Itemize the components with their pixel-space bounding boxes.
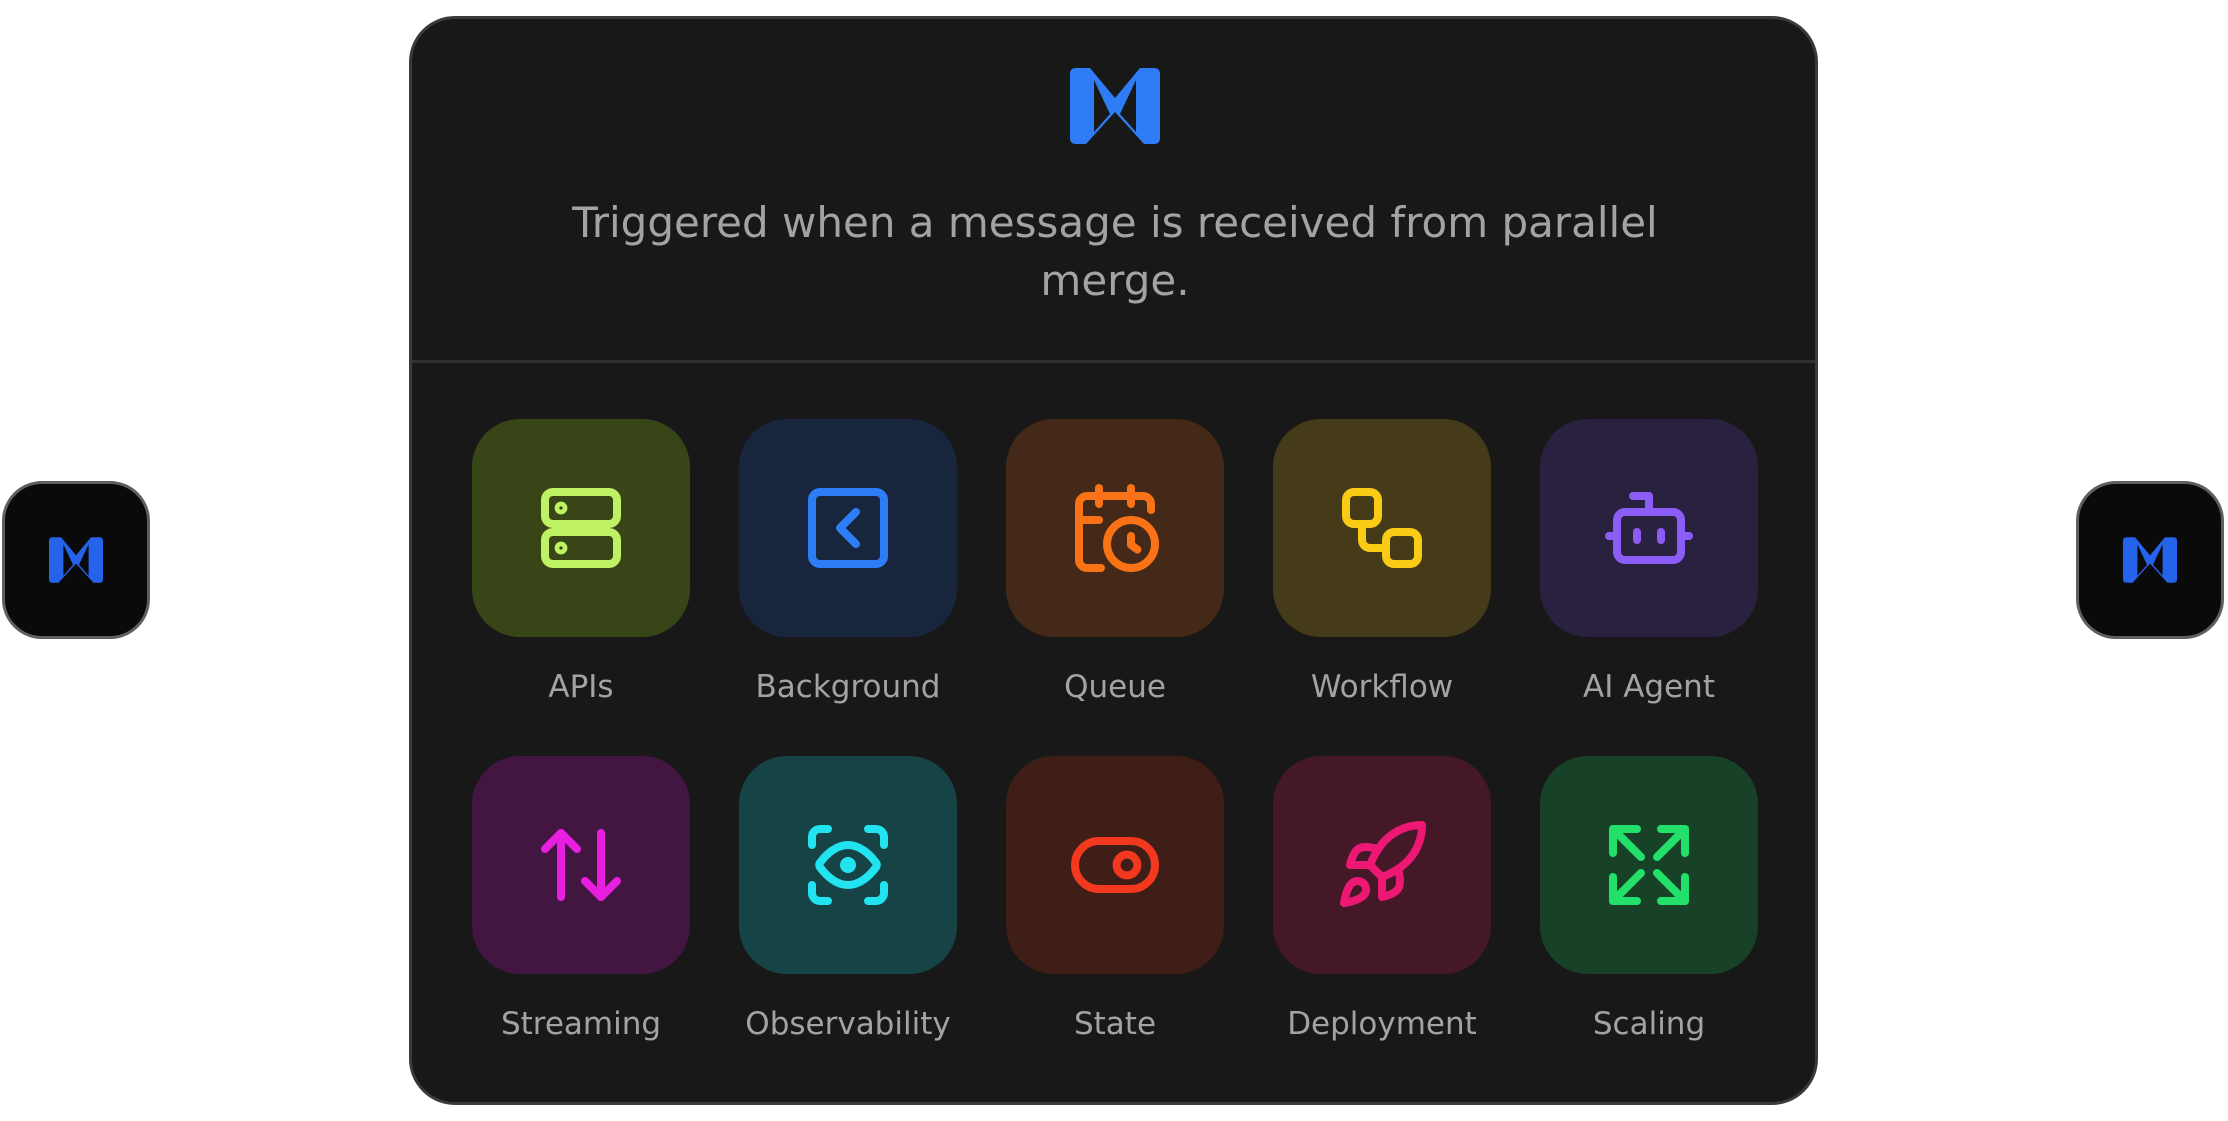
tile-workflow[interactable]: Workflow — [1273, 419, 1491, 756]
tile-label: Streaming — [500, 1006, 662, 1042]
trigger-card: Triggered when a message is received fro… — [409, 16, 1818, 1105]
tile-streaming[interactable]: Streaming — [472, 756, 690, 1093]
tile-box — [1540, 419, 1758, 637]
feature-grid: APIs Background Queue Workflow AI Agent … — [472, 419, 1762, 1093]
tile-box — [1273, 756, 1491, 974]
tile-label: Observability — [745, 1006, 951, 1042]
tile-box — [1540, 756, 1758, 974]
tile-label: Queue — [1064, 669, 1166, 705]
server-icon — [541, 488, 621, 568]
tile-box — [1006, 756, 1224, 974]
right-node[interactable] — [2076, 481, 2224, 639]
arrow-up-down-icon — [541, 829, 621, 901]
tile-box — [1273, 419, 1491, 637]
tile-scaling[interactable]: Scaling — [1540, 756, 1758, 1093]
tile-label: Background — [755, 669, 941, 705]
tile-label: State — [1073, 1006, 1157, 1042]
motia-logo-icon — [1070, 68, 1160, 144]
tile-ai-agent[interactable]: AI Agent — [1540, 419, 1758, 756]
tile-state[interactable]: State — [1006, 756, 1224, 1093]
tile-deployment[interactable]: Deployment — [1273, 756, 1491, 1093]
tile-box — [739, 419, 957, 637]
tile-box — [739, 756, 957, 974]
card-description: Triggered when a message is received fro… — [572, 198, 1658, 305]
workflow-icon — [1342, 488, 1422, 568]
tile-box — [1006, 419, 1224, 637]
tile-label: Scaling — [1592, 1006, 1706, 1042]
expand-icon — [1609, 825, 1689, 905]
tile-background[interactable]: Background — [739, 419, 957, 756]
rocket-icon — [1340, 820, 1426, 907]
bot-icon — [1605, 492, 1693, 564]
calendar-clock-icon — [1075, 484, 1159, 572]
left-node[interactable] — [2, 481, 150, 639]
motia-logo-icon — [2123, 537, 2177, 583]
tile-box — [472, 756, 690, 974]
tile-apis[interactable]: APIs — [472, 419, 690, 756]
tile-label: Workflow — [1310, 669, 1454, 705]
tile-box — [472, 419, 690, 637]
card-header: Triggered when a message is received fro… — [412, 19, 1815, 363]
motia-logo-icon — [49, 537, 103, 583]
tile-queue[interactable]: Queue — [1006, 419, 1224, 756]
tile-observability[interactable]: Observability — [739, 756, 957, 1093]
tile-label: Deployment — [1287, 1006, 1477, 1042]
square-chevron-left-icon — [808, 488, 888, 568]
tile-label: AI Agent — [1583, 669, 1715, 705]
scan-eye-icon — [808, 825, 888, 905]
toggle-icon — [1071, 837, 1159, 893]
tile-label: APIs — [548, 669, 614, 705]
